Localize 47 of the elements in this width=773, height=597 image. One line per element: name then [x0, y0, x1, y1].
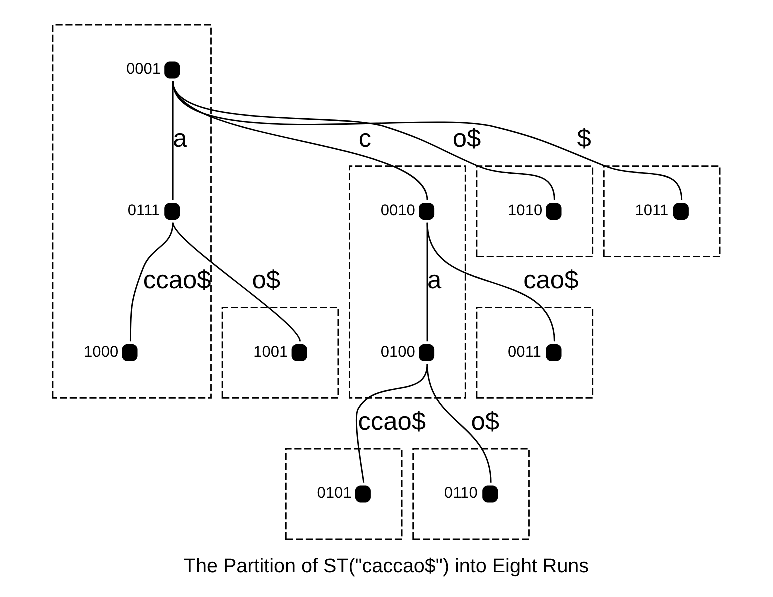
- edge-label: o$: [452, 125, 482, 154]
- node-label: 0010: [380, 202, 416, 220]
- node-label: 0110: [444, 485, 478, 502]
- node-label: 1011: [635, 202, 669, 220]
- caption: The Partition of ST("caccao$") into Eight Runs: [184, 555, 590, 578]
- node-circle: [546, 203, 562, 220]
- node-circle: [164, 203, 180, 220]
- node-circle: [482, 486, 498, 503]
- cluster: [349, 166, 466, 399]
- cluster: [412, 448, 530, 540]
- node-label: 0100: [380, 344, 416, 361]
- edge-label: c: [358, 125, 372, 154]
- connector: [172, 81, 683, 200]
- node-circle: [673, 203, 689, 220]
- node-circle: [546, 344, 562, 362]
- edge-label: o$: [471, 408, 500, 436]
- edge-label: a: [173, 125, 188, 154]
- connector: [426, 364, 492, 483]
- connector: [356, 364, 428, 483]
- connector: [426, 222, 556, 342]
- node-circle: [122, 344, 138, 362]
- node-label: 1001: [254, 344, 288, 361]
- connector: [172, 222, 301, 342]
- node-label: 0101: [317, 485, 352, 502]
- connector: [130, 222, 174, 342]
- edge-label: ccao$: [143, 266, 212, 294]
- node-label: 0111: [128, 202, 160, 220]
- cluster: [52, 24, 212, 399]
- edge-label: o$: [252, 266, 281, 294]
- edge-label: $: [577, 125, 592, 154]
- cluster: [222, 306, 340, 399]
- node-circle: [292, 344, 308, 362]
- node-circle: [164, 62, 180, 79]
- cluster: [476, 166, 594, 258]
- node-circle: [355, 486, 371, 503]
- node-circle: [419, 203, 435, 220]
- node-circle: [419, 344, 435, 362]
- edge-label: cao$: [524, 266, 579, 294]
- cluster: [285, 448, 403, 540]
- node-label: 1010: [508, 202, 543, 220]
- cluster: [476, 306, 594, 399]
- edge-label: ccao$: [358, 408, 426, 436]
- node-label: 0011: [508, 344, 542, 361]
- node-label: 0001: [126, 61, 162, 78]
- edge-label: a: [427, 266, 442, 294]
- cluster: [603, 166, 721, 258]
- node-label: 1000: [84, 344, 119, 361]
